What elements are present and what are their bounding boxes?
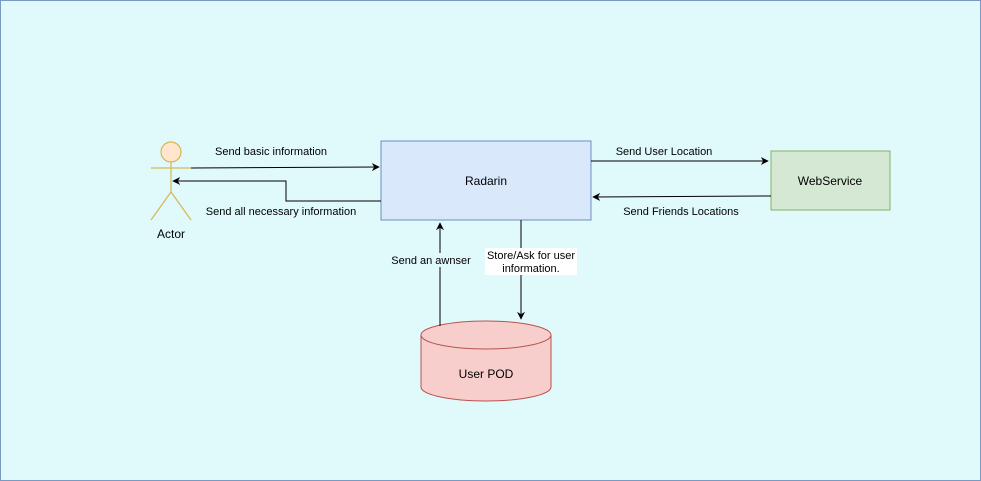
edge-radarin-to-actor[interactable] (172, 177, 381, 202)
actor-left-leg (150, 191, 172, 221)
edge-webservice-to-radarin[interactable] (592, 192, 772, 201)
actor-label: Actor (157, 227, 185, 241)
actor-figure[interactable] (150, 141, 192, 221)
edge-label-bg-send-all (204, 204, 359, 218)
edge-label-store-ask-line2: information. (502, 263, 559, 275)
radarin-box[interactable] (380, 140, 592, 221)
radarin-label: Radarin (465, 174, 507, 188)
edge-label-send-basic-information: Send basic information (215, 146, 327, 158)
edge-label-send-all-necessary-information: Send all necessary information (206, 206, 356, 218)
edge-label-bg-store-ask (485, 248, 577, 275)
webservice-label: WebService (798, 174, 863, 188)
user-pod-cylinder[interactable] (420, 320, 552, 402)
edge-label-store-ask-line1: Store/Ask for user (487, 250, 575, 262)
edge-label-send-friends-locations: Send Friends Locations (623, 206, 739, 218)
pod-top (420, 320, 552, 350)
edge-label-bg-send-answer (389, 253, 473, 267)
webservice-box[interactable] (770, 150, 891, 211)
pod-body (420, 335, 552, 402)
actor-right-leg (170, 191, 192, 221)
user-pod-label: User POD (459, 367, 514, 381)
edge-actor-to-radarin[interactable] (190, 163, 380, 172)
actor-head (160, 141, 182, 163)
edge-label-send-user-location: Send User Location (616, 146, 713, 158)
edge-label-send-an-answer: Send an awnser (391, 255, 471, 267)
